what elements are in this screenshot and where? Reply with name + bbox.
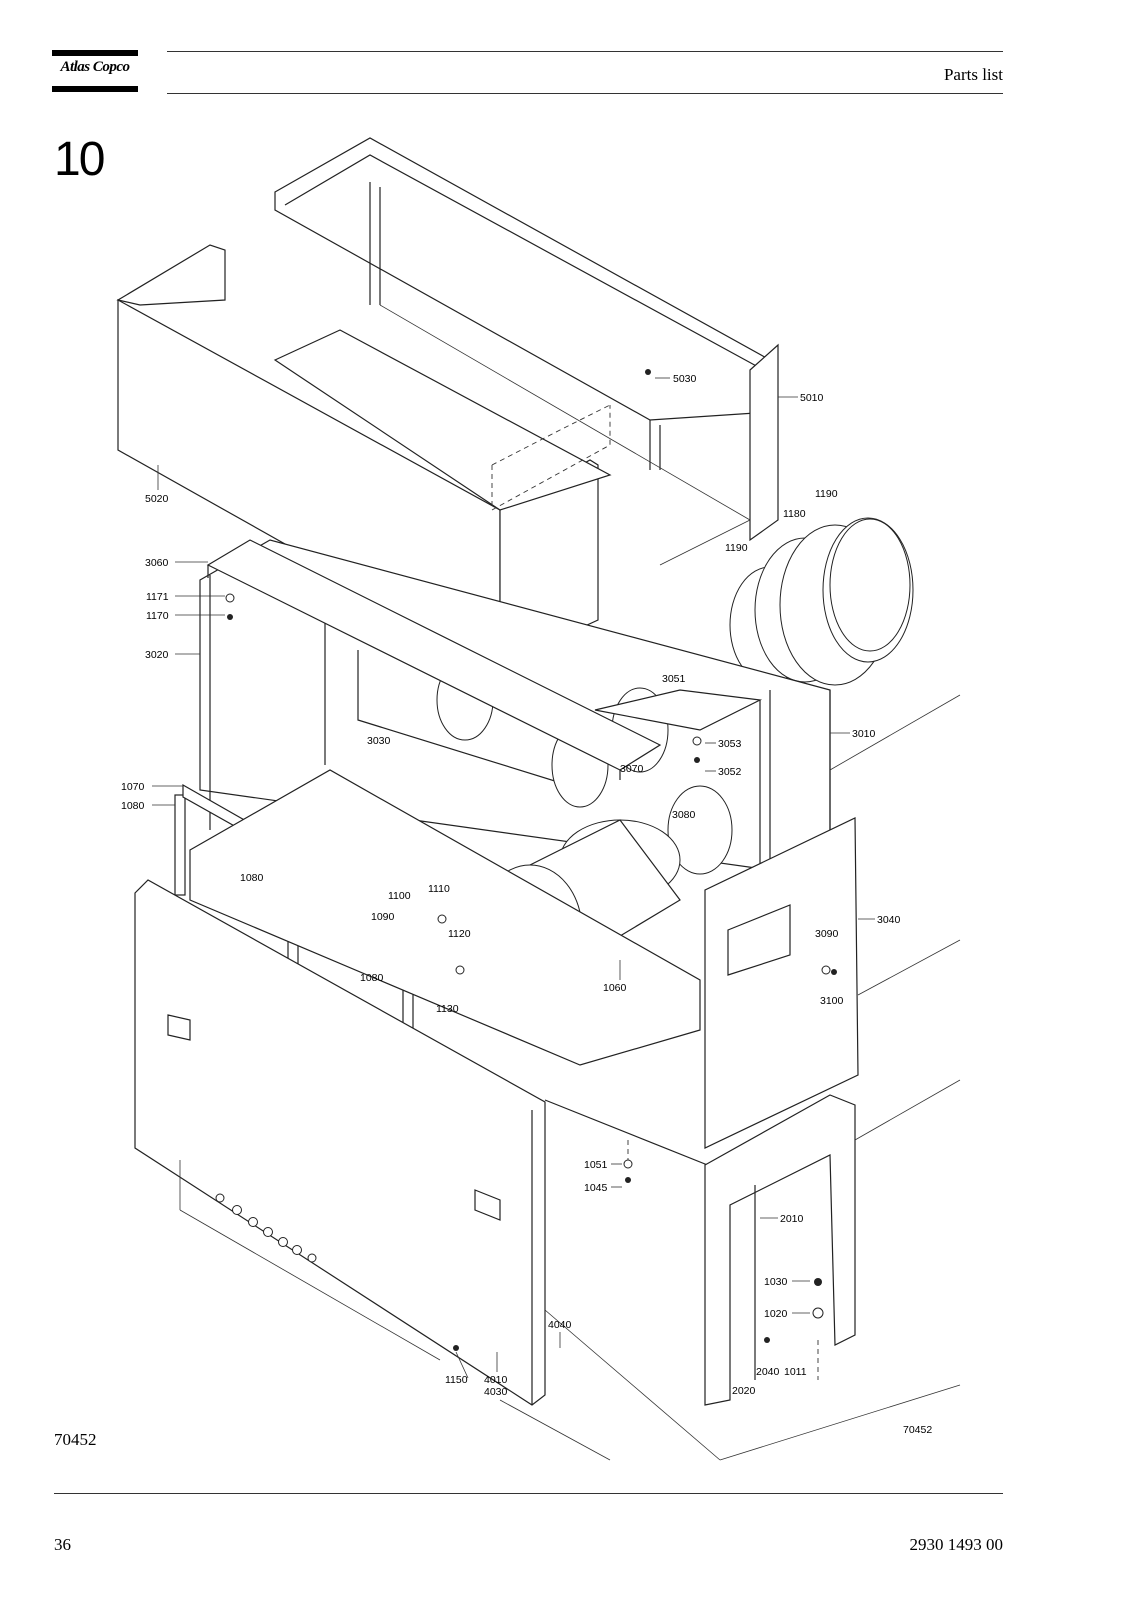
callout-1011: 1011 bbox=[784, 1366, 807, 1378]
callout-3070: 3070 bbox=[620, 763, 644, 775]
callout-labels: 5030 5010 5020 1190 1180 1190 3060 1171 … bbox=[121, 373, 932, 1436]
page-title: Parts list bbox=[943, 65, 1003, 84]
footer-rule bbox=[54, 1493, 1003, 1494]
header-rule-bottom bbox=[167, 93, 1003, 94]
callout-3051: 3051 bbox=[662, 673, 686, 685]
callout-4030: 4030 bbox=[484, 1386, 508, 1398]
callout-1070: 1070 bbox=[121, 781, 145, 793]
callout-2010: 2010 bbox=[780, 1213, 804, 1225]
callout-5010: 5010 bbox=[800, 392, 824, 404]
logo-wordmark: Atlas Copco bbox=[60, 59, 130, 75]
bar-3060 bbox=[206, 539, 662, 780]
document-number: 2930 1493 00 bbox=[909, 1535, 1004, 1554]
figure-id: 70452 bbox=[54, 1430, 97, 1449]
callout-1170: 1170 bbox=[146, 610, 169, 622]
callout-1045: 1045 bbox=[584, 1182, 608, 1194]
leader-lines bbox=[152, 377, 875, 1379]
base-frame-2010 bbox=[179, 939, 961, 1461]
side-panel-3040 bbox=[704, 817, 859, 1149]
callout-1100: 1100 bbox=[388, 890, 411, 902]
callout-1190-top: 1190 bbox=[815, 488, 838, 500]
callout-5020: 5020 bbox=[145, 493, 169, 505]
section-number: 10 bbox=[54, 133, 105, 186]
callout-3090: 3090 bbox=[815, 928, 839, 940]
callout-1180: 1180 bbox=[783, 508, 806, 520]
callout-3040: 3040 bbox=[877, 914, 901, 926]
callout-1150: 1150 bbox=[445, 1374, 468, 1386]
callout-1130: 1130 bbox=[436, 1003, 459, 1015]
logo-bar-bottom bbox=[52, 86, 138, 92]
callout-1171: 1171 bbox=[146, 591, 169, 603]
seal-rings-1180-1190 bbox=[729, 517, 914, 686]
callout-3080: 3080 bbox=[672, 809, 696, 821]
callout-1080-upper: 1080 bbox=[121, 800, 145, 812]
callout-3052: 3052 bbox=[718, 766, 742, 778]
callout-2020: 2020 bbox=[732, 1385, 756, 1397]
page-number: 36 bbox=[54, 1535, 71, 1554]
callout-3053: 3053 bbox=[718, 738, 742, 750]
callout-1030: 1030 bbox=[764, 1276, 788, 1288]
callout-1060: 1060 bbox=[603, 982, 627, 994]
callout-1090: 1090 bbox=[371, 911, 395, 923]
callout-3100: 3100 bbox=[820, 995, 844, 1007]
callout-3010: 3010 bbox=[852, 728, 876, 740]
callout-1120: 1120 bbox=[448, 928, 471, 940]
callout-5030: 5030 bbox=[673, 373, 697, 385]
callout-1051: 1051 bbox=[584, 1159, 608, 1171]
front-panel-4010 bbox=[134, 879, 546, 1406]
drawing-figure-id: 70452 bbox=[903, 1424, 932, 1436]
callout-1190-bottom: 1190 bbox=[725, 542, 748, 554]
callout-1110: 1110 bbox=[428, 883, 450, 895]
logo-bar-top bbox=[52, 50, 138, 56]
top-frame-5010 bbox=[274, 137, 779, 566]
atlas-copco-logo: Atlas Copco bbox=[52, 50, 138, 92]
callout-3030: 3030 bbox=[367, 735, 391, 747]
callout-4010: 4010 bbox=[484, 1374, 508, 1386]
fastener-parts bbox=[225, 369, 837, 1351]
callout-2040: 2040 bbox=[756, 1366, 780, 1378]
callout-3020: 3020 bbox=[145, 649, 169, 661]
header-rule-top bbox=[167, 51, 1003, 52]
callout-1020: 1020 bbox=[764, 1308, 788, 1320]
callout-1080-middle: 1080 bbox=[240, 872, 264, 884]
callout-1080-lower: 1080 bbox=[360, 972, 384, 984]
callout-4040: 4040 bbox=[548, 1319, 572, 1331]
dashed-leader-paths bbox=[627, 1140, 819, 1380]
callout-3060: 3060 bbox=[145, 557, 169, 569]
